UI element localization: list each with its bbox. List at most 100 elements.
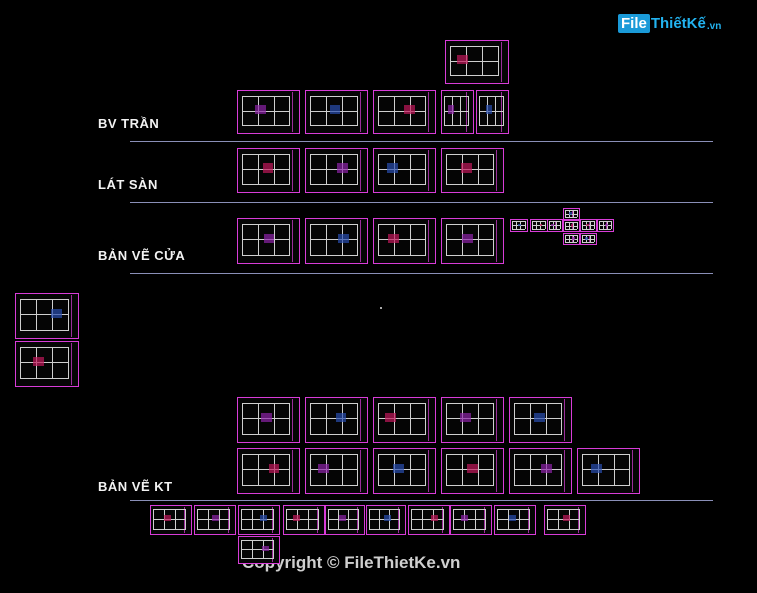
plan-drawing (478, 96, 504, 127)
plan-drawing (19, 299, 70, 331)
drawing-sheet-thumbnail[interactable] (305, 90, 368, 134)
plan-drawing (309, 403, 359, 435)
drawing-sheet-thumbnail[interactable] (373, 448, 436, 494)
drawing-sheet-thumbnail[interactable] (509, 397, 572, 443)
plan-drawing (309, 224, 359, 256)
plan-drawing (377, 454, 427, 486)
drawing-sheet-thumbnail[interactable] (509, 448, 572, 494)
title-block (272, 538, 278, 562)
title-block (292, 92, 298, 132)
drawing-sheet-thumbnail[interactable] (441, 448, 504, 494)
plan-drawing (241, 154, 291, 186)
section-label-doors: BẢN VẼ CỬA (98, 248, 186, 263)
drawing-sheet-thumbnail[interactable] (441, 148, 504, 193)
logo-brand-text: ThiếtKế (650, 15, 706, 32)
plan-drawing (241, 403, 291, 435)
drawing-sheet-thumbnail[interactable] (547, 219, 563, 232)
plan-drawing (511, 221, 525, 230)
plan-drawing (328, 509, 359, 530)
drawing-sheet-thumbnail[interactable] (194, 505, 236, 535)
title-block (428, 220, 434, 262)
drawing-sheet-thumbnail[interactable] (445, 40, 509, 84)
plan-drawing (531, 221, 545, 230)
drawing-sheet-thumbnail[interactable] (373, 90, 436, 134)
title-block (360, 450, 366, 492)
drawing-sheet-thumbnail[interactable] (580, 219, 597, 232)
title-block (360, 399, 366, 441)
drawing-sheet-thumbnail[interactable] (476, 90, 509, 134)
drawing-sheet-thumbnail[interactable] (450, 505, 492, 535)
drawing-sheet-thumbnail[interactable] (577, 448, 640, 494)
drawing-sheet-thumbnail[interactable] (544, 505, 586, 535)
drawing-sheet-thumbnail[interactable] (580, 233, 597, 245)
title-block (496, 220, 502, 262)
drawing-sheet-thumbnail[interactable] (408, 505, 450, 535)
plan-drawing (581, 454, 631, 486)
title-block (442, 507, 448, 533)
drawing-sheet-thumbnail[interactable] (305, 218, 368, 264)
title-block (360, 150, 366, 191)
title-block (292, 220, 298, 262)
drawing-sheet-thumbnail[interactable] (305, 148, 368, 193)
title-block (466, 92, 472, 132)
drawing-sheet-thumbnail[interactable] (237, 448, 300, 494)
drawing-sheet-thumbnail[interactable] (441, 397, 504, 443)
drawing-sheet-thumbnail[interactable] (441, 90, 474, 134)
drawing-sheet-thumbnail[interactable] (150, 505, 192, 535)
separator-line (130, 273, 713, 274)
drawing-sheet-thumbnail[interactable] (441, 218, 504, 264)
drawing-sheet-thumbnail[interactable] (510, 219, 528, 232)
plan-drawing (564, 235, 577, 243)
drawing-sheet-thumbnail[interactable] (597, 219, 614, 232)
drawing-sheet-thumbnail[interactable] (563, 220, 580, 232)
drawing-sheet-thumbnail[interactable] (563, 233, 580, 245)
drawing-sheet-thumbnail[interactable] (366, 505, 406, 535)
drawing-sheet-thumbnail[interactable] (530, 219, 548, 232)
drawing-sheet-thumbnail[interactable] (563, 208, 580, 220)
filethietke-logo: File ThiếtKế .vn (618, 14, 721, 33)
title-block (496, 150, 502, 191)
section-label-floor: LÁT SÀN (98, 177, 158, 192)
drawing-sheet-thumbnail[interactable] (237, 148, 300, 193)
drawing-sheet-thumbnail[interactable] (237, 218, 300, 264)
title-block (589, 235, 595, 243)
plan-drawing (309, 96, 359, 127)
title-block (317, 507, 323, 533)
drawing-sheet-thumbnail[interactable] (15, 341, 79, 387)
title-block (428, 92, 434, 132)
separator-line (130, 500, 713, 501)
plan-drawing (445, 403, 495, 435)
drawing-sheet-thumbnail[interactable] (325, 505, 365, 535)
plan-drawing (241, 509, 274, 530)
drawing-sheet-thumbnail[interactable] (373, 148, 436, 193)
section-label-architecture: BẢN VẼ KT (98, 479, 173, 494)
drawing-sheet-thumbnail[interactable] (373, 218, 436, 264)
drawing-sheet-thumbnail[interactable] (373, 397, 436, 443)
plan-drawing (443, 96, 469, 127)
title-block (228, 507, 234, 533)
drawing-sheet-thumbnail[interactable] (237, 397, 300, 443)
plan-drawing (598, 221, 611, 230)
drawing-sheet-thumbnail[interactable] (305, 397, 368, 443)
title-block (528, 507, 534, 533)
title-block (564, 399, 570, 441)
drawing-sheet-thumbnail[interactable] (15, 293, 79, 339)
title-block (292, 399, 298, 441)
plan-drawing (513, 454, 563, 486)
drawing-sheet-thumbnail[interactable] (494, 505, 536, 535)
drawing-sheet-thumbnail[interactable] (283, 505, 325, 535)
logo-domain: .vn (706, 20, 722, 32)
drawing-sheet-thumbnail[interactable] (237, 90, 300, 134)
drawing-sheet-thumbnail[interactable] (238, 505, 280, 535)
separator-line (130, 202, 713, 203)
plan-drawing (547, 509, 580, 530)
separator-line (130, 141, 713, 142)
plan-drawing (411, 509, 444, 530)
plan-drawing (153, 509, 186, 530)
drawing-sheet-thumbnail[interactable] (305, 448, 368, 494)
title-block (360, 220, 366, 262)
plan-drawing (241, 540, 274, 559)
drawing-sheet-thumbnail[interactable] (238, 536, 280, 564)
copyright-watermark: Copyright © FileThietKe.vn (242, 553, 461, 572)
